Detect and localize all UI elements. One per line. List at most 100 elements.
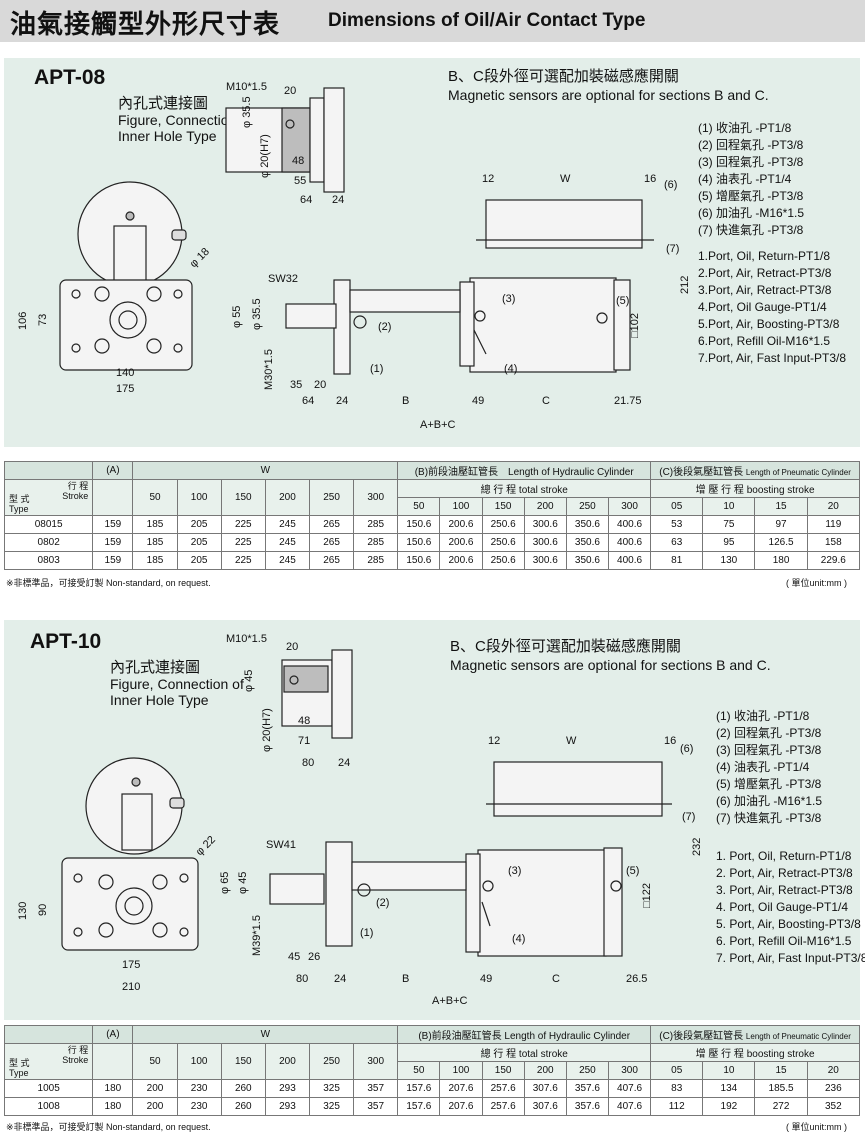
dim-phi-bolt: φ 18 bbox=[188, 246, 212, 270]
dim-height-inner: 73 bbox=[37, 314, 49, 326]
port-en-4: 4. Port, Oil Gauge-PT1/4 bbox=[716, 900, 849, 914]
front-square-plate bbox=[61, 857, 199, 951]
dim-20b: 20 bbox=[314, 379, 326, 391]
dim-phi-h7: φ 20(H7) bbox=[261, 708, 273, 752]
connector-hatch bbox=[283, 665, 329, 693]
apt10-inner-hole-caption: 內孔式連接圖 Figure, Connection of Inner Hole … bbox=[110, 659, 244, 709]
dim-thread: M10*1.5 bbox=[226, 81, 267, 93]
dim-w: W bbox=[560, 173, 571, 185]
front-square-plate bbox=[59, 279, 193, 371]
callout-5: (5) bbox=[616, 295, 629, 307]
callout-7: (7) bbox=[666, 243, 679, 255]
port-zh-1: (1) 收油孔 -PT1/8 bbox=[698, 121, 792, 135]
dim-phi-big: φ 45 bbox=[243, 670, 255, 692]
magnetic-note-zh: B、C段外徑可選配加裝磁感應開關 bbox=[450, 638, 681, 655]
port-en-1: 1.Port, Oil, Return-PT1/8 bbox=[698, 249, 831, 263]
dim-12: 12 bbox=[482, 173, 494, 185]
dim-phi-a: φ 55 bbox=[231, 306, 243, 328]
inner-caption-en1: Figure, Connection of bbox=[110, 676, 244, 692]
port-en-6: 6.Port, Refill Oil-M16*1.5 bbox=[698, 334, 831, 348]
port-zh-7: (7) 快進氣孔 -PT3/8 bbox=[698, 223, 804, 237]
inner-caption-zh: 內孔式連接圖 bbox=[110, 659, 201, 676]
dim-phi-h7: φ 20(H7) bbox=[259, 134, 271, 178]
dim-71: 71 bbox=[298, 735, 310, 747]
main-cylinder bbox=[469, 277, 617, 373]
page-title-zh: 油氣接觸型外形尺寸表 bbox=[10, 9, 281, 39]
callout-4: (4) bbox=[512, 933, 525, 945]
col-w: W bbox=[132, 461, 399, 480]
dim-45: 45 bbox=[288, 951, 300, 963]
port-zh-5: (5) 增壓氣孔 -PT3/8 bbox=[698, 189, 804, 203]
dim-24b: 24 bbox=[336, 395, 348, 407]
apt08-spec-table: (A) W (B)前段油壓缸管長 Length of Hydraulic Cyl… bbox=[3, 461, 861, 570]
apt08-unit: ( 單位unit:mm ) bbox=[786, 578, 848, 588]
col-boost-stroke: 增 壓 行 程 boosting stroke bbox=[650, 1043, 860, 1062]
dim-b: B bbox=[402, 973, 409, 985]
col-w: W bbox=[132, 1025, 399, 1044]
dim-c: C bbox=[552, 973, 560, 985]
inner-caption-en2: Inner Hole Type bbox=[110, 692, 209, 708]
dim-phi-b: φ 45 bbox=[237, 872, 249, 894]
main-cylinder bbox=[477, 849, 607, 957]
quick-cylinder bbox=[485, 199, 643, 249]
dim-phi-bolt: φ 22 bbox=[194, 834, 218, 858]
dim-64b: 64 bbox=[302, 395, 314, 407]
dim-phi-a: φ 65 bbox=[219, 872, 231, 894]
dim-height-inner: 90 bbox=[37, 904, 49, 916]
dim-w: W bbox=[566, 735, 577, 747]
callout-1: (1) bbox=[360, 927, 373, 939]
apt08-technical-drawing: M10*1.5 20 φ 35.5 φ 20(H7) 48 55 64 24 φ… bbox=[17, 81, 691, 431]
apt10-technical-drawing: M10*1.5 20 φ 45 φ 20(H7) 48 71 80 24 φ 2… bbox=[17, 633, 703, 1007]
inner-caption-en2: Inner Hole Type bbox=[118, 128, 217, 144]
callout-6: (6) bbox=[680, 743, 693, 755]
callout-3: (3) bbox=[502, 293, 515, 305]
port-en-4: 4.Port, Oil Gauge-PT1/4 bbox=[698, 300, 827, 314]
col-pneumatic: (C)後段氣壓缸管長 Length of Pneumatic Cylinder bbox=[650, 1025, 860, 1044]
apt08-inner-hole-caption: 內孔式連接圖 Figure, Connection of Inner Hole … bbox=[118, 95, 252, 145]
dim-height-outer: 106 bbox=[17, 312, 29, 330]
dim-thread: M10*1.5 bbox=[226, 633, 267, 645]
dim-55: 55 bbox=[294, 175, 306, 187]
inner-caption-zh: 內孔式連接圖 bbox=[118, 95, 209, 112]
apt10-drawing-panel: APT-10 內孔式連接圖 Figure, Connection of Inne… bbox=[4, 620, 865, 1020]
dim-width-inner: 140 bbox=[116, 367, 134, 379]
dim-80: 80 bbox=[302, 757, 314, 769]
dim-64: 64 bbox=[300, 194, 312, 206]
callout-1: (1) bbox=[370, 363, 383, 375]
dim-20: 20 bbox=[284, 85, 296, 97]
port-en-2: 2. Port, Air, Retract-PT3/8 bbox=[716, 866, 853, 880]
port-en-3: 3. Port, Air, Retract-PT3/8 bbox=[716, 883, 853, 897]
dim-48: 48 bbox=[292, 155, 304, 167]
callout-2: (2) bbox=[376, 897, 389, 909]
dim-width-outer: 175 bbox=[116, 383, 134, 395]
col-boost-stroke: 增 壓 行 程 boosting stroke bbox=[650, 479, 860, 498]
apt08-drawing-panel: APT-08 內孔式連接圖 Figure, Connection of Inne… bbox=[4, 58, 860, 447]
dim-bore: □102 bbox=[629, 313, 641, 338]
callout-2: (2) bbox=[378, 321, 391, 333]
page-title-en: Dimensions of Oil/Air Contact Type bbox=[328, 10, 646, 31]
port-en-7: 7. Port, Air, Fast Input-PT3/8 bbox=[716, 951, 865, 965]
dim-212: 212 bbox=[679, 276, 691, 294]
dim-b: B bbox=[402, 395, 409, 407]
port-zh-7: (7) 快進氣孔 -PT3/8 bbox=[716, 811, 822, 825]
front-flange bbox=[325, 841, 353, 947]
col-a: (A) bbox=[92, 461, 134, 480]
dim-232: 232 bbox=[691, 838, 703, 856]
apt10-note: ※非標準品，可接受訂製 Non-standard, on request. bbox=[6, 1122, 211, 1132]
port-en-2: 2.Port, Air, Retract-PT3/8 bbox=[698, 266, 832, 280]
apt08-port-list-en: 1.Port, Oil, Return-PT1/8 2.Port, Air, R… bbox=[698, 248, 846, 367]
col-pneumatic: (C)後段氣壓缸管長 Length of Pneumatic Cylinder bbox=[650, 461, 860, 480]
magnetic-note-en: Magnetic sensors are optional for sectio… bbox=[448, 87, 769, 103]
port-en-5: 5. Port, Air, Boosting-PT3/8 bbox=[716, 917, 861, 931]
dim-24b: 24 bbox=[334, 973, 346, 985]
magnetic-note-en: Magnetic sensors are optional for sectio… bbox=[450, 657, 771, 673]
callout-7: (7) bbox=[682, 811, 695, 823]
dim-49: 49 bbox=[472, 395, 484, 407]
port-zh-2: (2) 回程氣孔 -PT3/8 bbox=[716, 726, 822, 740]
port-en-7: 7.Port, Air, Fast Input-PT3/8 bbox=[698, 351, 847, 365]
